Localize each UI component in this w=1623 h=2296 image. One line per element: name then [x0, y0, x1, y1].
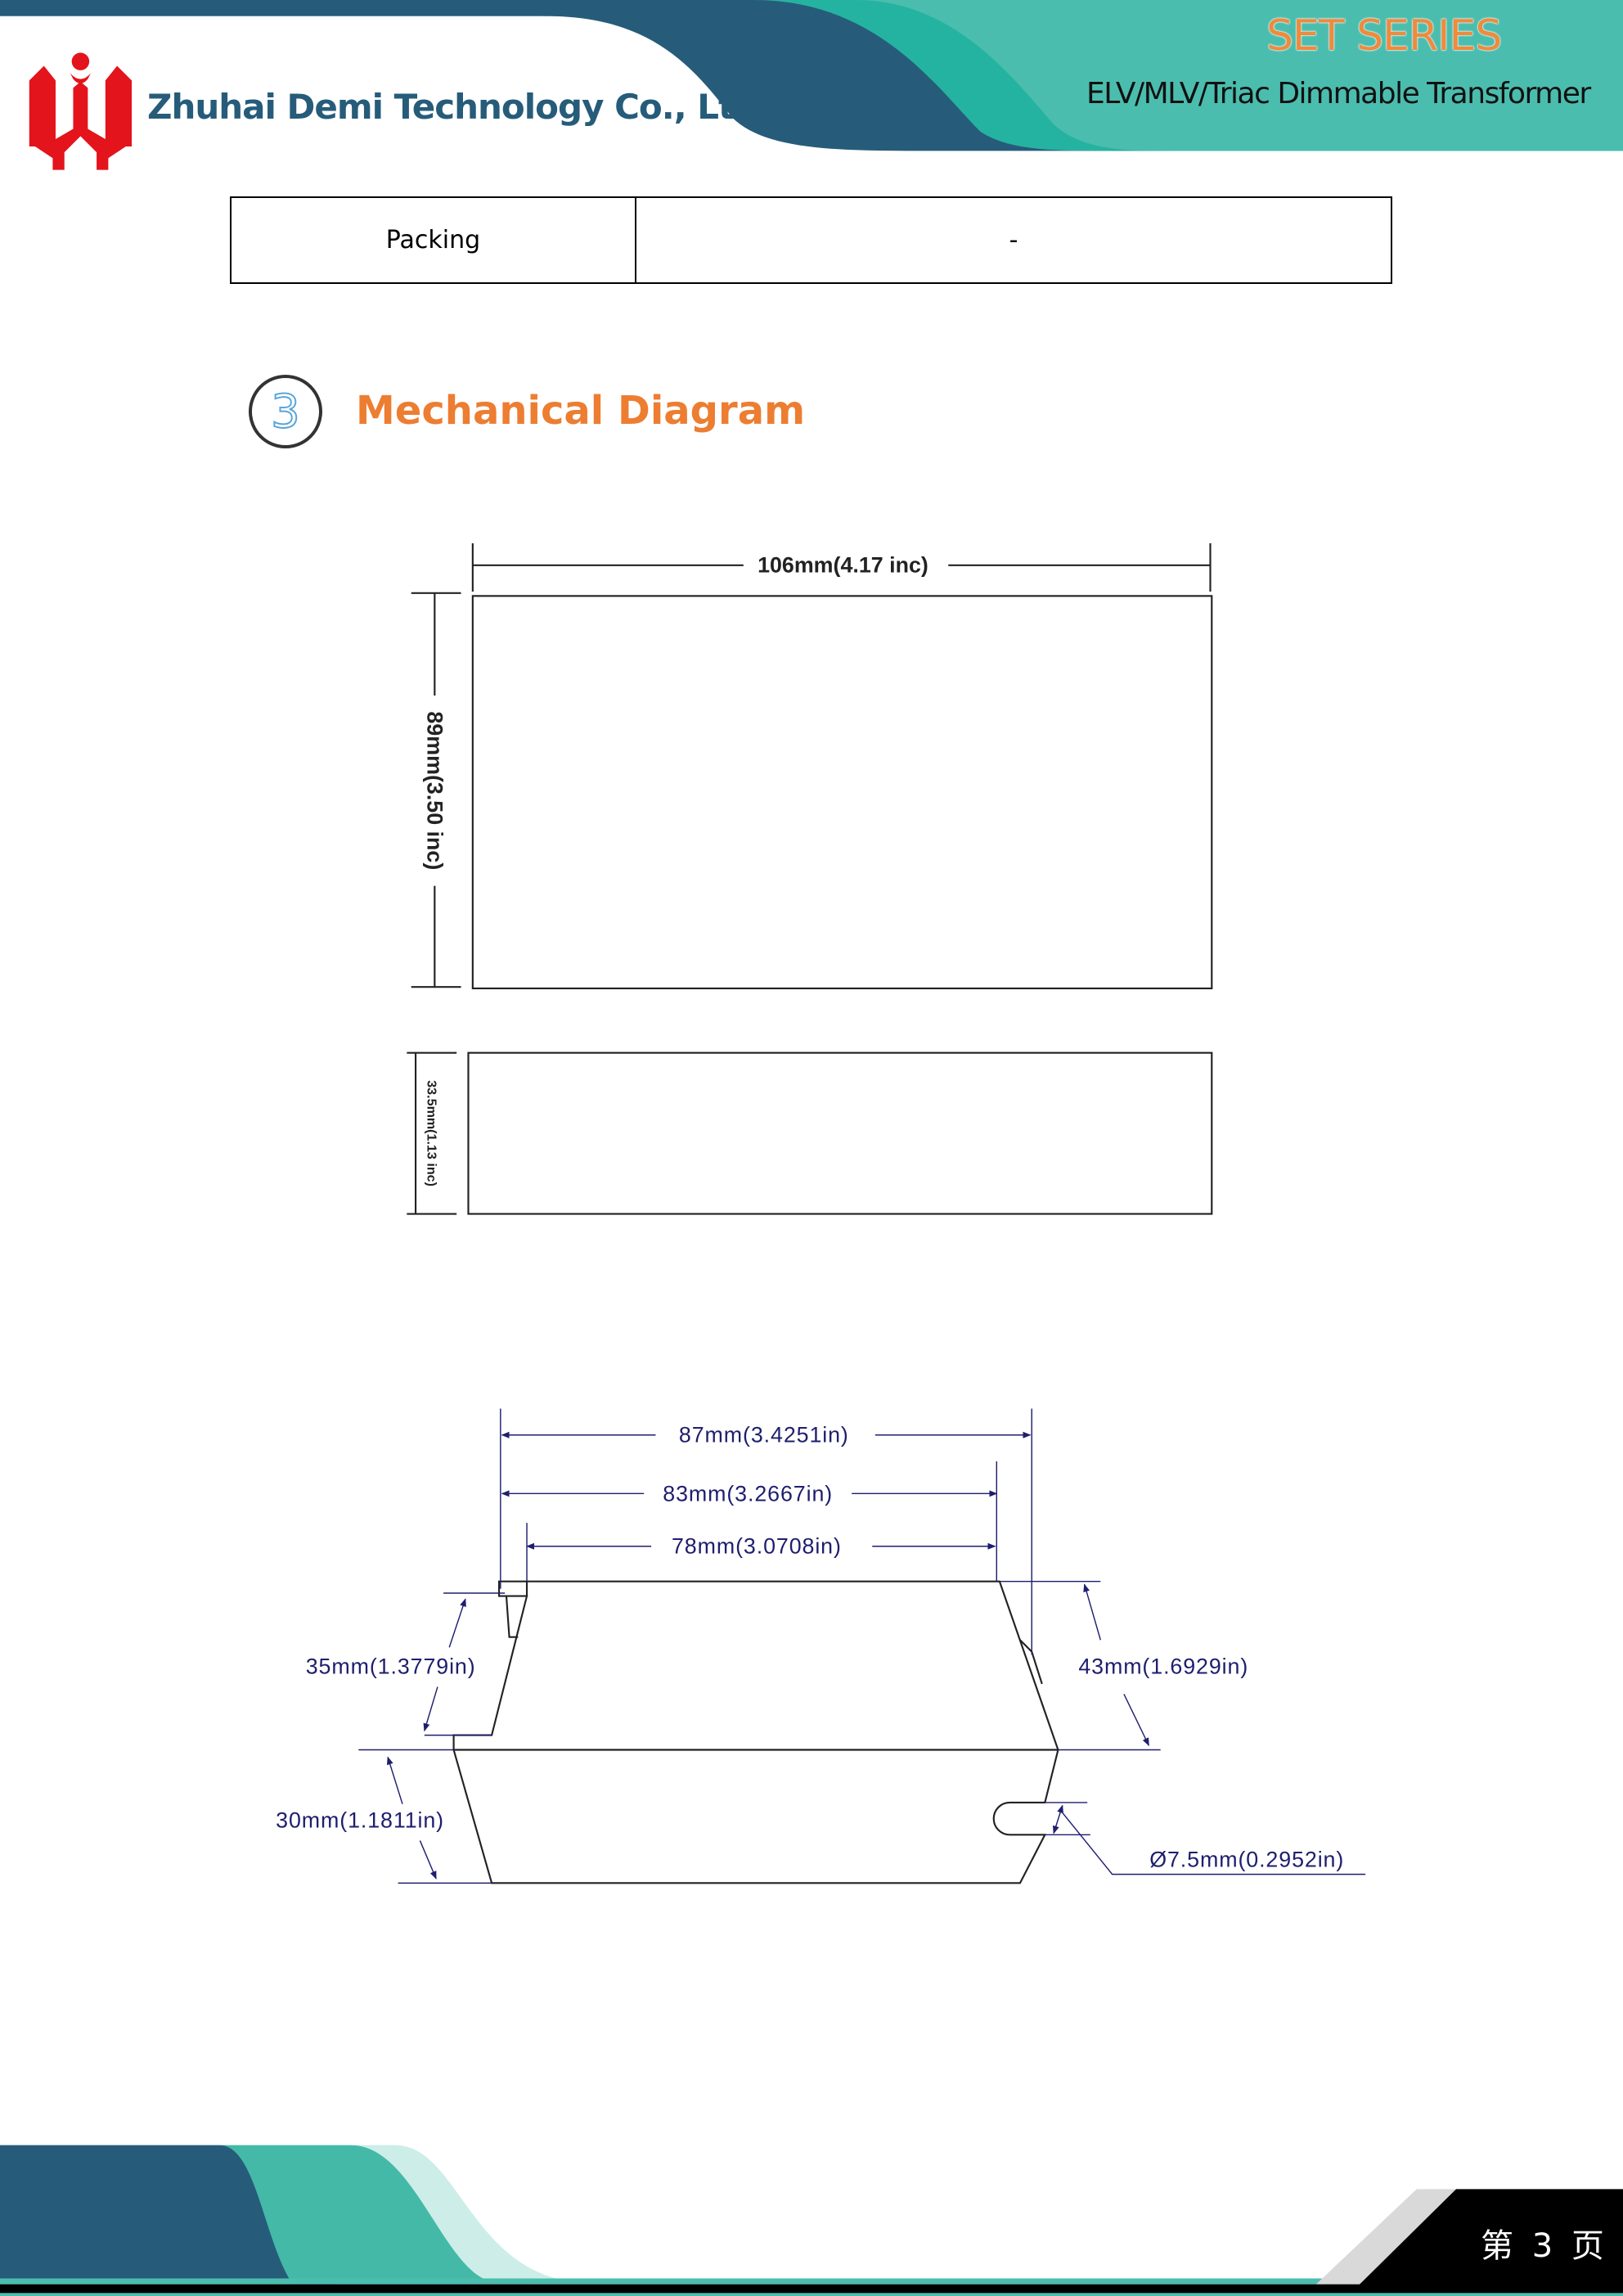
table-row: Packing - [230, 196, 1392, 284]
profile-drawing [452, 1580, 1059, 1884]
series-title: SET SERIES [1266, 11, 1502, 61]
page-number: 第 3 页 [1481, 2227, 1604, 2265]
spec-table: Packing - [230, 196, 1392, 284]
spec-label: Packing [230, 196, 636, 284]
top-view-drawing [407, 542, 1213, 1215]
dim-87-label: 87mm(3.4251in) [679, 1423, 849, 1447]
header-banner [0, 0, 1623, 151]
spec-value: - [635, 196, 1392, 284]
company-logo [29, 52, 133, 170]
dim-hole-label: Ø7.5mm(0.2952in) [1149, 1848, 1344, 1872]
dim-83-label: 83mm(3.2667in) [663, 1481, 833, 1506]
dim-35-label: 35mm(1.3779in) [306, 1654, 476, 1678]
side-height-label: 33.5mm(1.13 inc) [424, 1080, 438, 1186]
dim-78-label: 78mm(3.0708in) [672, 1534, 842, 1559]
footer-banner [0, 2145, 1623, 2296]
top-height-label: 89mm(3.50 inc) [422, 711, 447, 870]
product-subtitle: ELV/MLV/Triac Dimmable Transformer [1086, 77, 1591, 110]
profile-dimension-lines [358, 1408, 1366, 1884]
dim-30-label: 30mm(1.1811in) [276, 1808, 444, 1832]
dim-43-label: 43mm(1.6929in) [1078, 1654, 1248, 1678]
company-name: Zhuhai Demi Technology Co., Ltd. [147, 87, 771, 127]
top-width-label: 106mm(4.17 inc) [758, 553, 928, 578]
section-number-badge: 3 [249, 375, 322, 448]
section-title: Mechanical Diagram [356, 388, 806, 434]
